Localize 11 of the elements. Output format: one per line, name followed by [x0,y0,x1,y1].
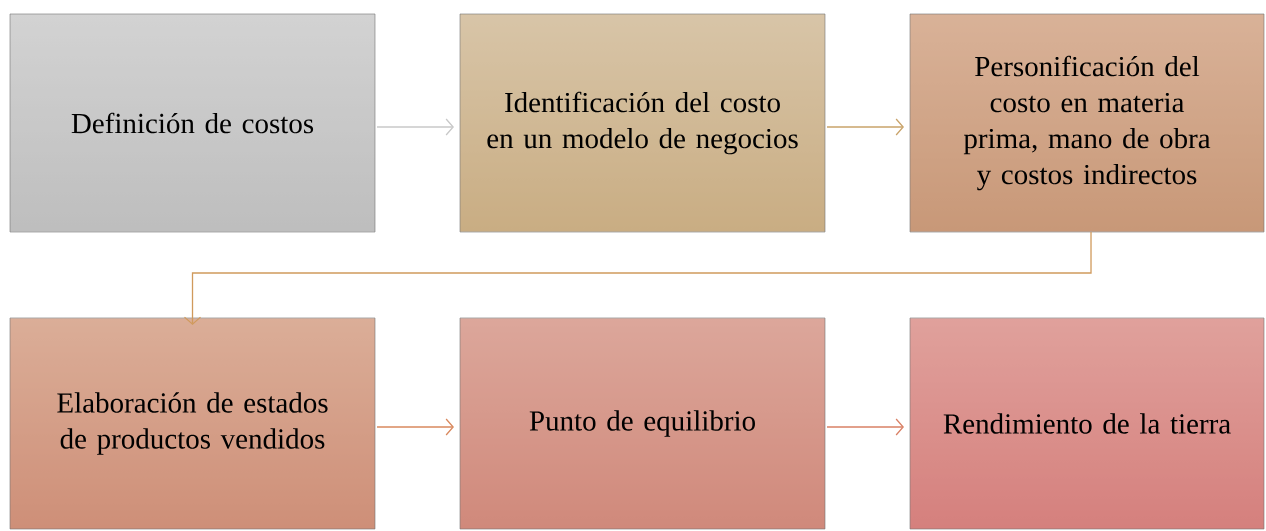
process-box: Elaboración de estados de productos vendidos [9,317,376,530]
process-box: Identificación del costo en un modelo de negocios [459,13,826,233]
arrow [183,231,1092,325]
process-box: Definición de costos [9,13,376,233]
process-box: Personificación del costo en materia prima, mano de obra y costos indirectos [909,13,1265,233]
arrow [376,118,454,136]
process-box: Punto de equilibrio [459,317,826,530]
process-box: Rendimiento de la tierra [909,317,1265,530]
arrow [826,418,904,436]
arrow [826,118,904,136]
arrow [376,418,454,436]
